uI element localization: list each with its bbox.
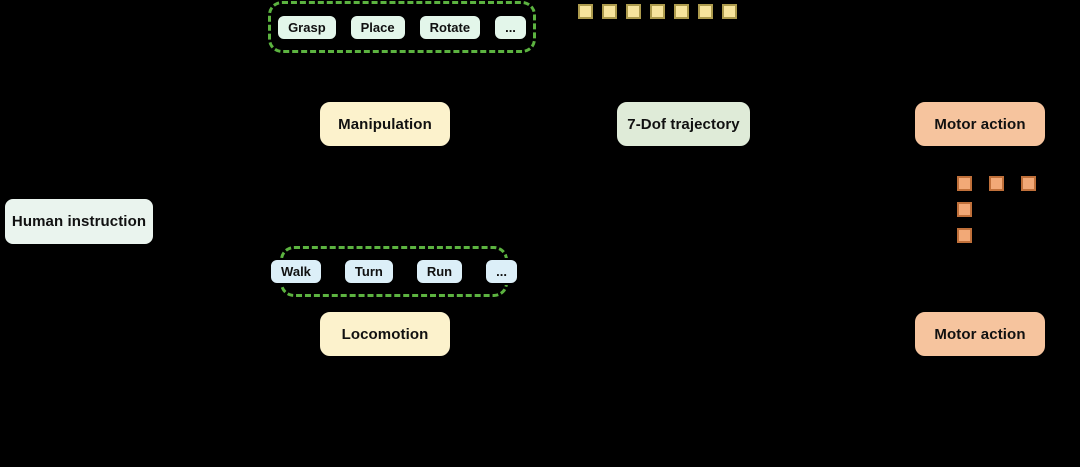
manipulation-node: Manipulation [318, 100, 452, 148]
skill-chip-place: Place [348, 13, 407, 41]
trajectory-dot [698, 4, 713, 19]
trajectory-dot [578, 4, 593, 19]
skill-chip-grasp: Grasp [276, 13, 338, 41]
human-instruction-node: Human instruction [3, 197, 155, 246]
action-dot [989, 176, 1004, 191]
trajectory-dot [650, 4, 665, 19]
locomotion-skills-group: Walk Turn Run ... [269, 246, 519, 297]
trajectory-dots-row [578, 4, 737, 19]
trajectory-dot [674, 4, 689, 19]
motor-action-top-node: Motor action [913, 100, 1047, 148]
action-dot [1021, 176, 1036, 191]
trajectory-dot [602, 4, 617, 19]
locomotion-node: Locomotion [318, 310, 452, 358]
skill-chip-run: Run [414, 258, 465, 285]
skill-chip-ellipsis: ... [484, 258, 519, 285]
motor-action-bottom-node: Motor action [913, 310, 1047, 358]
skill-chip-walk: Walk [269, 258, 323, 285]
trajectory-dot [722, 4, 737, 19]
skill-chip-ellipsis: ... [493, 13, 528, 41]
trajectory-node: 7-Dof trajectory [615, 100, 752, 148]
action-dot [957, 228, 972, 243]
action-dot [957, 176, 972, 191]
skill-chip-rotate: Rotate [417, 13, 483, 41]
action-dot [957, 202, 972, 217]
manipulation-skills-group: Grasp Place Rotate ... [268, 1, 536, 53]
skill-chip-turn: Turn [342, 258, 395, 285]
trajectory-dot [626, 4, 641, 19]
